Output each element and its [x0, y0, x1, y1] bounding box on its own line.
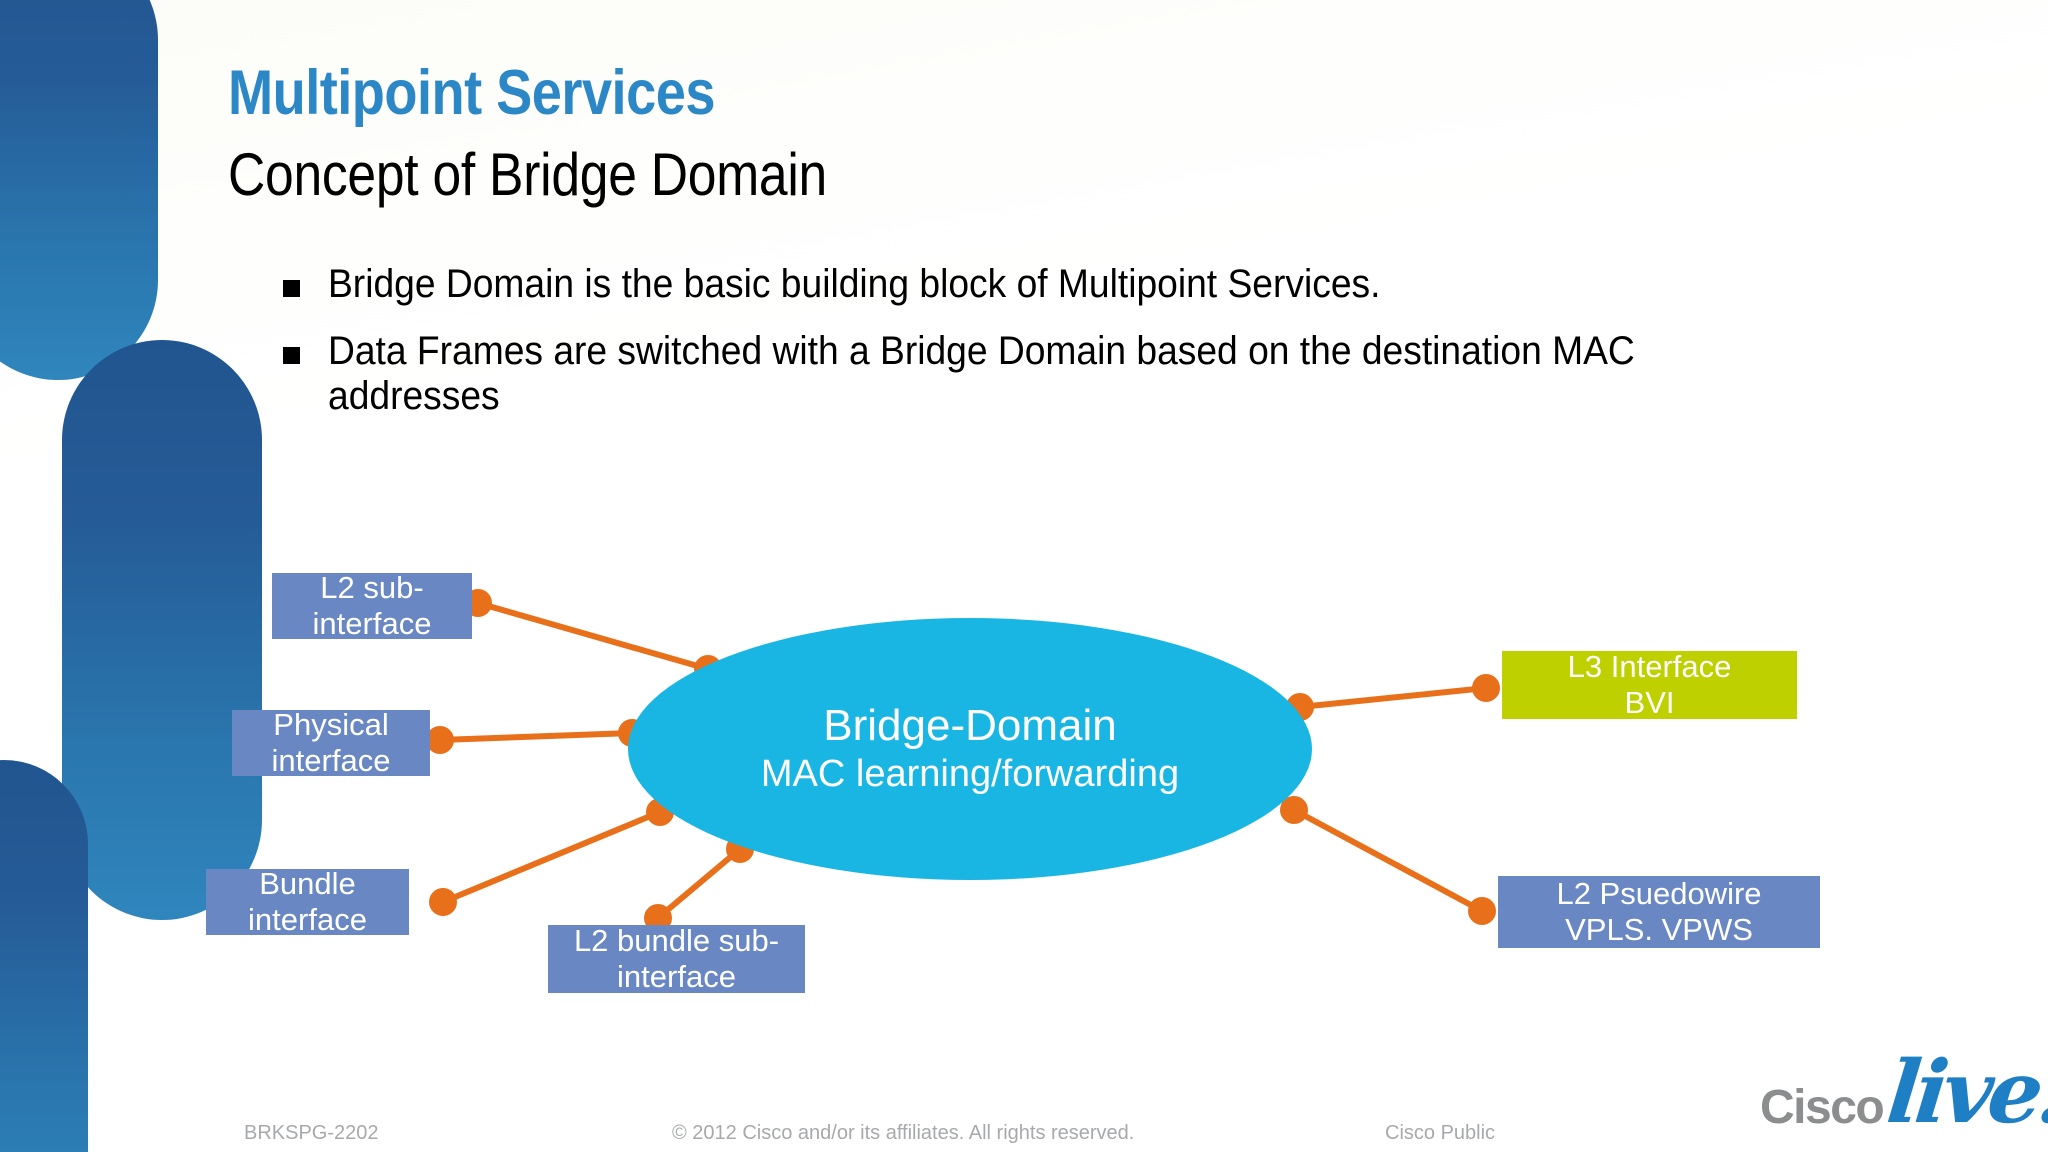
footer-deck-code: BRKSPG-2202: [244, 1122, 379, 1144]
bullet-list: Bridge Domain is the basic building bloc…: [283, 262, 1843, 442]
bridge-domain-title: Bridge-Domain: [823, 700, 1117, 750]
decorative-pill-top: [0, 0, 158, 380]
title-block: Multipoint Services Concept of Bridge Do…: [228, 62, 1728, 205]
page-subtitle: Concept of Bridge Domain: [228, 141, 828, 208]
node-label-line2: interface: [271, 743, 391, 778]
bullet-text: Data Frames are switched with a Bridge D…: [328, 329, 1635, 419]
node-label-line2: BVI: [1624, 685, 1675, 720]
square-bullet-icon: [283, 280, 300, 297]
node-label-line1: L3 Interface: [1567, 649, 1732, 685]
node-label-line2: VPLS. VPWS: [1565, 912, 1753, 947]
node-physical-interface[interactable]: Physical interface: [232, 707, 430, 778]
bridge-domain-subtitle: MAC learning/forwarding: [760, 753, 1180, 796]
node-label-line1: L2 bundle sub-: [573, 923, 780, 959]
bridge-domain-node[interactable]: Bridge-Domain MAC learning/forwarding: [628, 618, 1312, 880]
node-label-line1: L2 sub-: [320, 570, 424, 606]
node-l2-bundle-sub-interface[interactable]: L2 bundle sub- interface: [548, 923, 805, 994]
footer-copyright: © 2012 Cisco and/or its affiliates. All …: [672, 1122, 1135, 1144]
node-label-line2: interface: [617, 959, 736, 994]
decorative-pill-middle: [62, 340, 262, 920]
footer-classification: Cisco Public: [1385, 1122, 1496, 1144]
node-bundle-interface[interactable]: Bundle interface: [206, 866, 409, 937]
node-label-line1: Physical: [273, 707, 389, 743]
node-label-line2: interface: [248, 902, 367, 937]
node-l2-sub-interface[interactable]: L2 sub- interface: [272, 570, 472, 641]
node-label-line2: interface: [312, 606, 432, 641]
page-title: Multipoint Services: [228, 58, 715, 128]
logo-live-wordmark: live!: [1882, 1042, 2048, 1143]
bullet-item: Data Frames are switched with a Bridge D…: [283, 329, 1843, 419]
bullet-text: Bridge Domain is the basic building bloc…: [328, 262, 1381, 306]
node-label-line1: L2 Psuedowire: [1556, 876, 1762, 912]
cisco-live-logo: Cisco live!: [1760, 1042, 2048, 1143]
node-label-line1: Bundle: [259, 866, 356, 902]
bullet-item: Bridge Domain is the basic building bloc…: [283, 262, 1843, 307]
decorative-pill-bottom: [0, 760, 88, 1152]
node-l2-pseudowire[interactable]: L2 Psuedowire VPLS. VPWS: [1498, 876, 1820, 948]
square-bullet-icon: [283, 347, 300, 365]
logo-cisco-wordmark: Cisco: [1760, 1081, 1885, 1134]
node-l3-interface-bvi[interactable]: L3 Interface BVI: [1502, 649, 1797, 720]
